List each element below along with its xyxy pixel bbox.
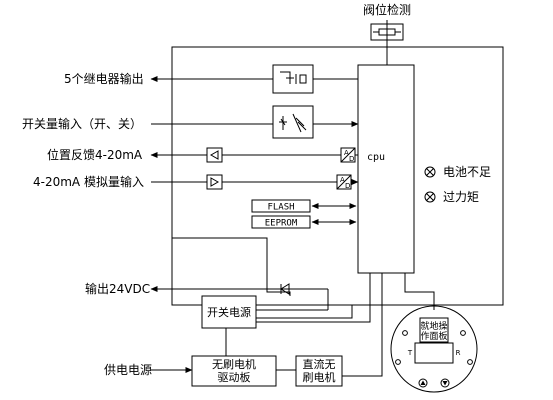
switching-psu-block	[201, 295, 257, 329]
output-diode-icon	[280, 283, 290, 295]
local-panel-label-2: 作面板	[420, 330, 447, 342]
panel-left-button	[418, 378, 428, 388]
switch-input-label: 开关量输入（开、关）	[22, 116, 142, 131]
valve-detect-box	[370, 23, 404, 41]
dc-motor-label-1: 直流无	[303, 357, 336, 371]
flash-label: FLASH	[267, 203, 294, 213]
battery-low-label: 电池不足	[443, 165, 491, 179]
battery-low-indicator-icon	[424, 166, 436, 178]
da-a-label: A	[344, 149, 349, 157]
optocoupler-box	[272, 105, 314, 139]
dc-motor-label-2: 刷电机	[303, 370, 336, 384]
down-triangle-icon	[442, 381, 448, 386]
wire-cpu-to-psu	[255, 273, 371, 323]
panel-t-label: T	[407, 349, 413, 357]
analog-buffer-box	[206, 174, 223, 190]
panel-right-button	[440, 378, 450, 388]
optocoupler-icon	[279, 113, 307, 133]
feedback-buffer-box	[206, 147, 223, 163]
driver-board-block	[191, 355, 277, 387]
local-panel-label-1: 就地操	[420, 320, 447, 332]
over-torque-label: 过力矩	[443, 190, 479, 204]
enclosure	[171, 46, 504, 306]
valve-detect-label: 阀位检测	[363, 2, 411, 17]
driver-board-label-2: 驱动板	[218, 370, 251, 384]
eeprom-box	[251, 215, 311, 229]
cpu-block	[357, 64, 415, 274]
wire-cpu-to-panel	[404, 273, 435, 310]
flash-box	[251, 199, 311, 213]
panel-display	[419, 317, 449, 343]
analog-buffer-icon	[210, 177, 220, 187]
driver-board-label-1: 无刷电机	[212, 357, 256, 371]
switching-psu-label: 开关电源	[207, 305, 251, 319]
da-d-label: D	[349, 155, 354, 163]
over-torque-indicator-icon	[424, 191, 436, 203]
output-24vdc-label: 输出24VDC	[85, 281, 150, 296]
analog-input-label: 4-20mA 模拟量输入	[33, 174, 144, 189]
ad-a-label: A	[340, 176, 345, 184]
cpu-label: cpu	[367, 152, 385, 163]
relay-box	[272, 64, 314, 94]
local-panel-block	[390, 305, 478, 393]
feedback-buffer-icon	[209, 150, 219, 160]
dc-motor-block	[295, 355, 343, 387]
up-triangle-icon	[420, 380, 426, 385]
panel-r-label: R	[456, 349, 461, 357]
panel-lcd	[414, 342, 454, 364]
relay-icon	[280, 71, 307, 84]
supply-power-label: 供电电源	[104, 363, 152, 377]
ad-d-label: D	[345, 182, 350, 190]
wire-enclosure-to-psu	[172, 237, 291, 296]
position-feedback-label: 位置反馈4-20mA	[47, 147, 143, 162]
relay-output-label: 5个继电器输出	[64, 71, 144, 86]
eeprom-label: EEPROM	[265, 219, 298, 229]
